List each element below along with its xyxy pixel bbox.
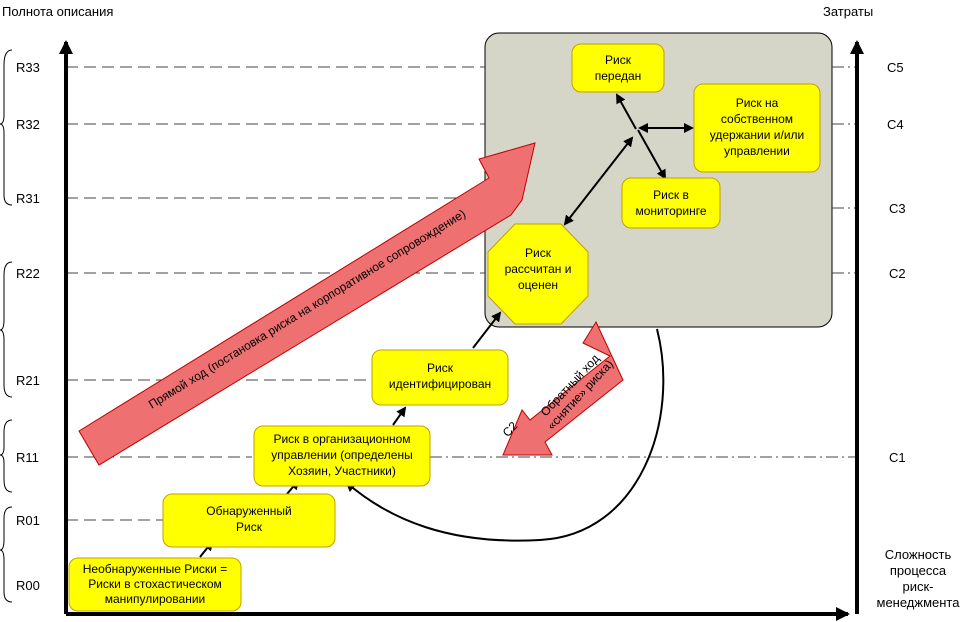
box-retained: Риск на собственном удержании и/или упра… <box>693 83 821 173</box>
box-organizational: Риск в организационном управлении (опред… <box>253 425 431 487</box>
box-transferred: Риск передан <box>571 43 665 93</box>
x-axis-title: Сложность процесса риск- менеджмента <box>877 547 961 610</box>
forward-arrow: Прямой ход (постановка риска на корпорат… <box>78 142 536 466</box>
box-transferred-line: передан <box>595 69 642 83</box>
reverse-arrow: Обратный ход «снятие» риска) C2 <box>500 320 624 456</box>
box-monitoring-line: мониторинге <box>635 204 706 218</box>
box-transferred-shape <box>571 43 665 93</box>
box-undetected-line: Риски в стохастическом <box>88 577 222 591</box>
arrow-identified-to-calculated <box>472 311 502 349</box>
box-detected-line: Обнаруженный <box>206 504 291 518</box>
box-undetected-line: манипулировании <box>105 592 206 606</box>
x-axis-title-line: менеджмента <box>877 595 961 610</box>
box-detected: Обнаруженный Риск <box>162 493 336 548</box>
box-undetected-line: Необнаруженные Риски = <box>83 562 227 576</box>
box-calculated-line: рассчитан и <box>505 262 572 276</box>
box-calculated-line: Риск <box>525 246 552 260</box>
box-retained-line: удержании и/или <box>710 128 804 142</box>
forward-arrow-shape <box>78 142 536 466</box>
brace-r2 <box>0 261 13 398</box>
level-label-r00: R00 <box>16 578 40 593</box>
box-monitoring-line: Риск в <box>653 188 689 202</box>
x-axis-title-line: Сложность <box>885 547 952 562</box>
box-retained-line: собственном <box>721 112 793 126</box>
box-calculated: Риск рассчитан и оценен <box>487 223 589 325</box>
right-cost-labels: C5 C4 C3 C2 C1 <box>887 60 906 465</box>
level-label-r22: R22 <box>16 266 40 281</box>
box-undetected-shape <box>68 557 242 612</box>
x-axis-title-line: риск- <box>902 579 933 594</box>
cost-lines <box>430 66 857 458</box>
box-identified-line: идентифицирован <box>389 377 491 391</box>
arrow-organizational-to-identified <box>392 406 407 426</box>
level-braces <box>0 49 13 603</box>
box-detected-shape <box>162 493 336 548</box>
level-label-r11: R11 <box>16 450 39 465</box>
box-identified: Риск идентифицирован <box>371 349 509 406</box>
connectors <box>199 93 694 558</box>
y-axis-title: Полнота описания <box>2 4 113 19</box>
level-label-r21: R21 <box>16 373 40 388</box>
box-calculated-line: оценен <box>518 278 558 292</box>
brace-r0 <box>0 506 13 603</box>
x-axis-title-line: процесса <box>890 563 947 578</box>
box-monitoring: Риск в мониторинге <box>621 177 721 229</box>
box-organizational-line: управлении (определены <box>271 448 412 462</box>
arrow-calculated-to-hub <box>563 136 634 226</box>
cost-label-c3: C3 <box>889 201 906 216</box>
cost-label-c1: C1 <box>889 450 906 465</box>
box-transferred-line: Риск <box>605 53 632 67</box>
costs-axis-title: Затраты <box>823 4 873 19</box>
box-retained-line: Риск на <box>736 96 779 110</box>
arrow-hub-to-monitoring <box>637 129 666 180</box>
reverse-arrow-shape <box>502 320 624 456</box>
box-undetected: Необнаруженные Риски = Риски в стохастич… <box>68 557 242 612</box>
box-organizational-shape <box>253 425 431 487</box>
box-identified-shape <box>371 349 509 406</box>
brace-r1 <box>0 419 13 493</box>
box-organizational-line: Риск в организационном <box>273 432 410 446</box>
box-organizational-line: Хозяин, Участники) <box>288 464 396 478</box>
box-retained-shape <box>693 83 821 173</box>
level-label-r33: R33 <box>16 60 40 75</box>
level-label-r31: R31 <box>16 191 40 206</box>
brace-r3 <box>0 49 13 206</box>
level-label-r01: R01 <box>16 513 40 528</box>
left-level-labels: R33 R32 R31 R22 R21 R11 R01 R00 <box>16 60 40 593</box>
box-identified-line: Риск <box>427 361 454 375</box>
arrow-hub-to-transferred <box>616 93 637 130</box>
box-detected-line: Риск <box>236 520 263 534</box>
box-monitoring-shape <box>621 177 721 229</box>
arrow-return-curve <box>345 328 665 542</box>
cost-label-c4: C4 <box>887 117 904 132</box>
box-calculated-shape <box>487 223 589 325</box>
cost-label-c2: C2 <box>889 266 906 281</box>
cost-label-c5: C5 <box>887 60 904 75</box>
box-retained-line: управлении <box>724 144 790 158</box>
level-label-r32: R32 <box>16 117 40 132</box>
